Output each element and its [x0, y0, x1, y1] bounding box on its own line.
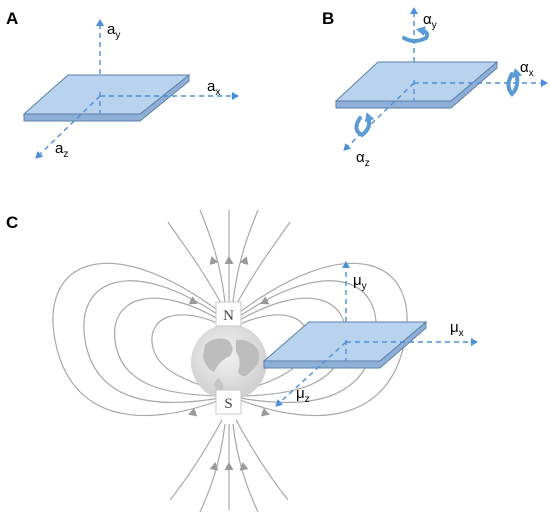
south-pole-label: S — [224, 396, 232, 412]
axis-label-x-c: μx — [450, 319, 464, 339]
south-pole-box — [215, 389, 242, 415]
panel-a: A ay ax az — [6, 9, 239, 160]
panel-label-c: C — [6, 213, 18, 232]
plate-a — [22, 74, 191, 115]
axis-label-x-a: ax — [207, 78, 220, 98]
plate-c — [262, 321, 428, 362]
earth-globe-icon — [191, 324, 267, 400]
field-arrows — [188, 256, 270, 471]
axis-z-c — [275, 341, 347, 407]
rotation-arrow-icon — [506, 68, 523, 97]
axis-label-y-a: ay — [107, 21, 120, 41]
magnetic-field-lines — [52, 209, 408, 513]
panel-label-a: A — [6, 9, 18, 28]
panel-c: C — [6, 209, 478, 513]
rotation-arrow-icon — [354, 112, 375, 138]
axis-label-y-c: μy — [353, 272, 367, 292]
axis-z-a — [35, 95, 101, 159]
axis-label-z-a: az — [55, 140, 68, 160]
axis-label-y-b: αy — [423, 11, 437, 31]
panel-label-b: B — [322, 9, 334, 28]
axis-label-z-c: μz — [296, 385, 310, 405]
axis-z-b — [343, 82, 415, 151]
north-pole-box — [215, 301, 242, 327]
axis-label-z-b: αz — [356, 149, 370, 169]
plate-b — [334, 61, 499, 102]
axis-label-x-b: αx — [520, 59, 534, 79]
rotation-arrow-icon — [402, 26, 430, 43]
north-pole-label: N — [223, 308, 234, 324]
panel-b: B αy αx αz — [322, 7, 548, 169]
